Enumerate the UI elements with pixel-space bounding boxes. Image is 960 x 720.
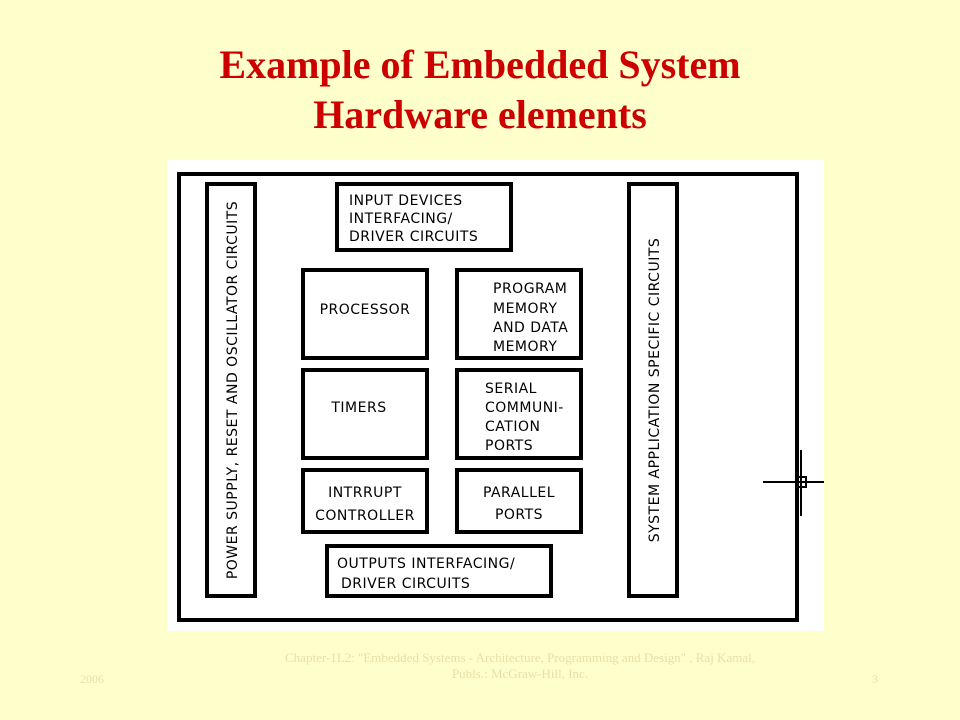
outputs-line-2: DRIVER CIRCUITS (341, 576, 470, 592)
input-devices-line-1: INPUT DEVICES (349, 193, 463, 209)
processor-block: PROCESSOR (301, 268, 429, 360)
hardware-diagram-svg: POWER SUPPLY, RESET AND OSCILLATOR CIRCU… (177, 172, 824, 622)
program-memory-line-2: MEMORY (493, 301, 557, 317)
serial-ports-line-1: SERIAL (485, 381, 537, 397)
parallel-ports-line-2: PORTS (495, 507, 543, 523)
input-devices-line-2: INTERFACING/ (349, 211, 453, 227)
processor-label: PROCESSOR (320, 302, 411, 318)
outer-frame (177, 172, 799, 622)
serial-ports-line-2: COMMUNI- (485, 400, 564, 416)
title-line-2: Hardware elements (313, 92, 647, 137)
title-line-1: Example of Embedded System (219, 42, 741, 87)
input-devices-block: INPUT DEVICES INTERFACING/ DRIVER CIRCUI… (335, 182, 513, 252)
footer-page-number: 3 (872, 672, 878, 686)
interrupt-controller-block: INTRRUPT CONTROLLER (301, 468, 429, 534)
program-memory-line-4: MEMORY (493, 339, 557, 355)
parallel-ports-block: PARALLEL PORTS (455, 468, 583, 534)
input-devices-line-3: DRIVER CIRCUITS (349, 229, 478, 245)
serial-ports-line-3: CATION (485, 419, 540, 435)
program-memory-line-3: AND DATA (493, 320, 568, 336)
power-supply-label: POWER SUPPLY, RESET AND OSCILLATOR CIRCU… (225, 201, 241, 579)
power-supply-panel (205, 182, 257, 598)
crosshair-cursor-icon (763, 450, 824, 516)
interrupt-controller-line-1: INTRRUPT (328, 485, 402, 501)
footer-year: 2006 (80, 672, 104, 686)
interrupt-controller-line-2: CONTROLLER (315, 508, 415, 524)
program-memory-block: PROGRAM MEMORY AND DATA MEMORY (455, 268, 583, 360)
application-circuits-panel (627, 182, 679, 598)
application-circuits-label: SYSTEM APPLICATION SPECIFIC CIRCUITS (647, 238, 663, 543)
outputs-block: OUTPUTS INTERFACING/ DRIVER CIRCUITS (325, 544, 553, 598)
slide-title: Example of Embedded System Hardware elem… (0, 40, 960, 140)
timers-label: TIMERS (330, 400, 386, 416)
footer-citation: Chapter-1L2: "Embedded Systems - Archite… (285, 650, 755, 681)
parallel-ports-line-1: PARALLEL (483, 485, 555, 501)
program-memory-line-1: PROGRAM (493, 281, 567, 297)
timers-block: TIMERS (301, 368, 429, 460)
serial-ports-block: SERIAL COMMUNI- CATION PORTS (455, 368, 583, 460)
outputs-line-1: OUTPUTS INTERFACING/ (337, 556, 515, 572)
hardware-diagram: POWER SUPPLY, RESET AND OSCILLATOR CIRCU… (167, 160, 824, 631)
serial-ports-line-4: PORTS (485, 438, 533, 454)
